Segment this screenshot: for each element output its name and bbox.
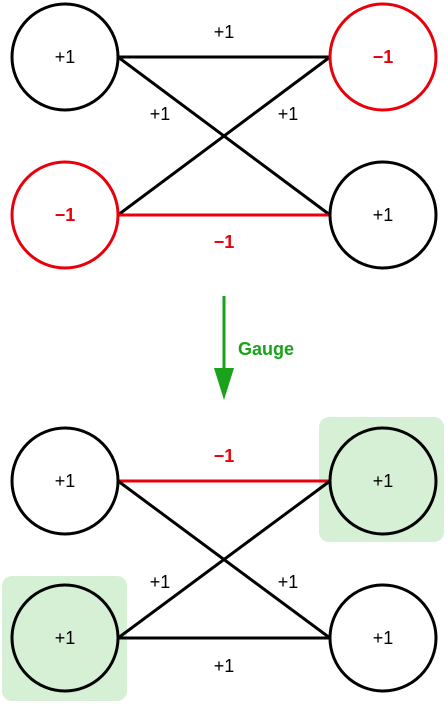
- bottom-node-bl: [10, 583, 120, 693]
- bottom-graph: +1 +1 +1 +1 −1 +1 +1 +1: [2, 417, 444, 701]
- bottom-node-br: [328, 583, 438, 693]
- top-node-bl-label: −1: [55, 205, 76, 225]
- bottom-node-tr-label: +1: [373, 471, 394, 491]
- top-node-tr-label: −1: [373, 47, 394, 67]
- bottom-edge-bottom-label: +1: [214, 656, 235, 676]
- top-edge-bottom-label: −1: [214, 232, 235, 252]
- top-graph: +1 −1 −1 +1 +1 +1 +1 −1: [10, 2, 438, 270]
- gauge-arrow: Gauge: [214, 296, 294, 400]
- bottom-highlight-bl: [2, 576, 127, 701]
- bottom-node-br-label: +1: [373, 628, 394, 648]
- top-edge-top-label: +1: [214, 22, 235, 42]
- top-node-br-label: +1: [373, 205, 394, 225]
- bottom-edge-cross-down-label: +1: [278, 572, 299, 592]
- bottom-node-bl-label: +1: [55, 628, 76, 648]
- top-edge-cross-down-label: +1: [150, 104, 171, 124]
- bottom-node-tr: [328, 426, 438, 536]
- bottom-node-tl-label: +1: [55, 471, 76, 491]
- top-node-tl-label: +1: [55, 47, 76, 67]
- top-node-bl: [10, 160, 120, 270]
- top-node-tl: [10, 2, 120, 112]
- bottom-edge-top-label: −1: [214, 446, 235, 466]
- top-node-tr: [328, 2, 438, 112]
- bottom-edge-cross-up: [117, 479, 331, 640]
- gauge-arrow-head-icon: [214, 368, 234, 400]
- top-edge-cross-up-label: +1: [278, 104, 299, 124]
- bottom-node-tl: [10, 426, 120, 536]
- top-edge-cross-up: [117, 55, 331, 217]
- bottom-highlight-tr: [319, 417, 444, 542]
- bottom-edge-cross-up-label: +1: [150, 572, 171, 592]
- top-node-br: [328, 160, 438, 270]
- gauge-label: Gauge: [238, 339, 294, 359]
